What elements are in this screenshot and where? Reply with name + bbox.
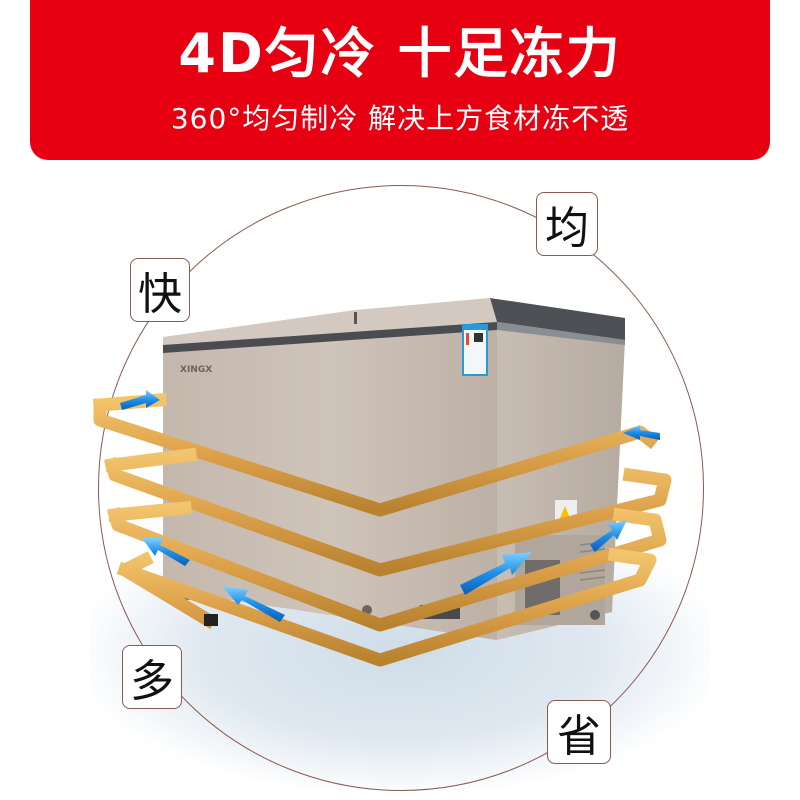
headline-subtitle: 360°均匀制冷 解决上方食材冻不透 (170, 102, 630, 135)
badge-fast-label: 快 (138, 269, 182, 320)
feature-circle (98, 185, 704, 791)
pipe-end (204, 614, 218, 626)
svg-text:XINGX: XINGX (180, 365, 212, 375)
badge-even-label: 均 (545, 203, 589, 254)
badge-fast: 快 (130, 258, 190, 322)
airflow-arrows (120, 390, 660, 622)
badge-more: 多 (122, 645, 182, 709)
badge-more-label: 多 (130, 656, 174, 707)
headline-banner: 4D匀冷 十足冻力 360°均匀制冷 解决上方食材冻不透 (30, 0, 770, 160)
badge-save-label: 省 (557, 711, 601, 762)
badge-even: 均 (536, 192, 598, 256)
badge-save: 省 (547, 700, 611, 764)
headline-title: 4D匀冷 十足冻力 (178, 22, 622, 85)
cooling-pipes (92, 392, 672, 667)
